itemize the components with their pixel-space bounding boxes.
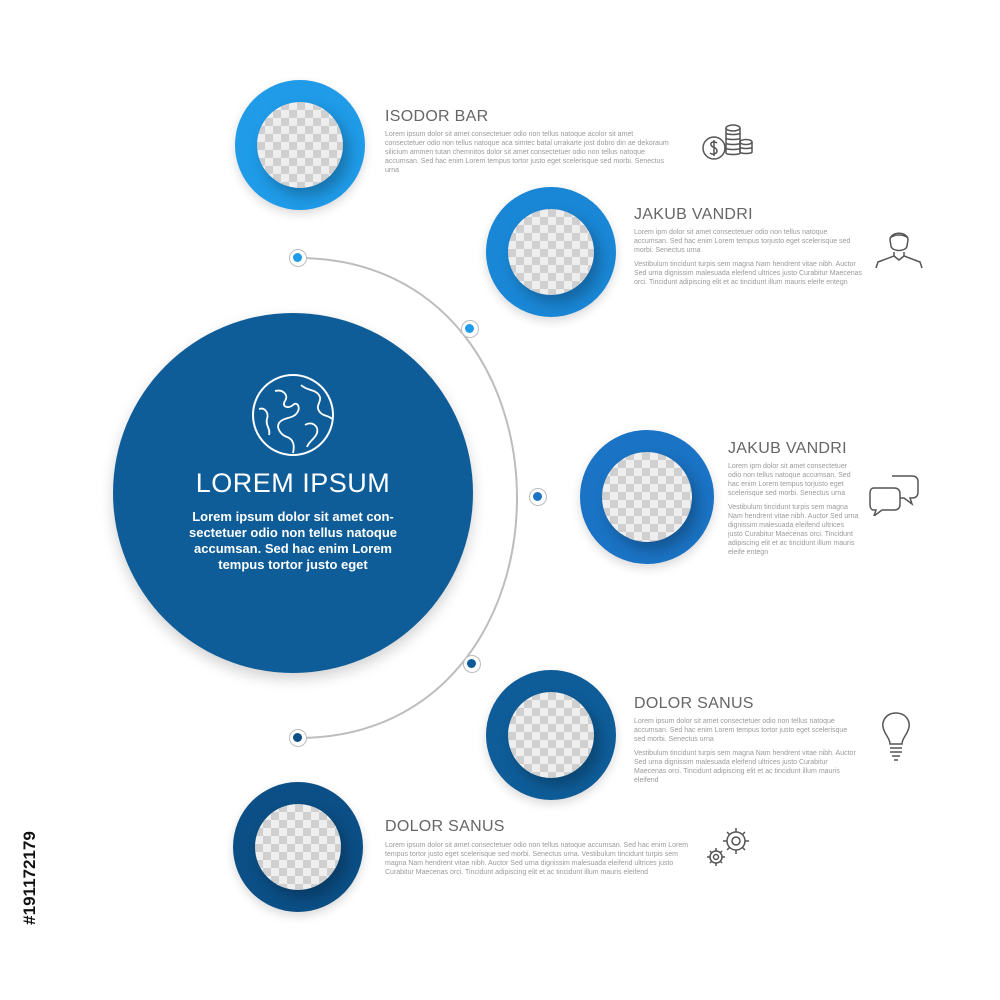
timeline-dot — [289, 729, 307, 747]
item-title: JAKUB VANDRI — [728, 440, 847, 457]
timeline-dot — [289, 249, 307, 267]
item-title: ISODOR BAR — [385, 108, 489, 125]
user-icon — [875, 232, 923, 269]
center-title: LOREM IPSUM — [195, 468, 391, 498]
coins-dollar-icon — [702, 124, 753, 160]
photo-placeholder — [508, 692, 594, 778]
timeline-dot — [529, 488, 547, 506]
photo-placeholder — [255, 804, 341, 890]
item-paragraph: Vestibulum tincidunt turpis sem magna Na… — [634, 261, 863, 286]
photo-circle — [486, 670, 616, 800]
stock-id-text: #191172179 — [20, 831, 39, 925]
photo-circle — [580, 430, 714, 564]
globe-icon — [252, 374, 334, 456]
item-description: Lorem ipsum dolor sit amet consectetuer … — [385, 130, 670, 180]
item-description: Lorem ipm dolor sit amet consectetuer od… — [728, 462, 860, 562]
photo-circle — [235, 80, 365, 210]
photo-placeholder — [602, 452, 692, 542]
timeline-dot — [463, 655, 481, 673]
light-bulb-icon — [882, 712, 910, 761]
item-paragraph: Vestibulum tincidunt turpis sem magna Na… — [634, 750, 856, 784]
item-paragraph: Lorem ipm dolor sit amet consectetuer od… — [634, 229, 851, 254]
item-paragraph: Lorem ipsum dolor sit amet consectetuer … — [385, 842, 689, 876]
item-paragraph: Lorem ipsum dolor sit amet consectetuer … — [385, 131, 669, 174]
stock-id: #191172179 — [20, 768, 39, 988]
center-circle: LOREM IPSUM Lorem ipsum dolor sit amet c… — [113, 313, 473, 673]
chat-bubbles-icon — [869, 475, 919, 516]
item-title: DOLOR SANUS — [385, 818, 505, 835]
item-title: JAKUB VANDRI — [634, 206, 753, 223]
item-description: Lorem ipm dolor sit amet consectetuer od… — [634, 228, 862, 292]
item-paragraph: Lorem ipm dolor sit amet consectetuer od… — [728, 463, 851, 497]
photo-circle — [233, 782, 363, 912]
item-description: Lorem ipsum dolor sit amet consectetuer … — [634, 717, 856, 790]
photo-placeholder — [257, 102, 343, 188]
item-paragraph: Vestibulum tincidunt turpis sem magna Na… — [728, 504, 859, 556]
gears-icon — [707, 828, 749, 866]
item-title: DOLOR SANUS — [634, 695, 754, 712]
item-description: Lorem ipsum dolor sit amet consectetuer … — [385, 841, 690, 882]
timeline-dot — [461, 320, 479, 338]
photo-placeholder — [508, 209, 594, 295]
center-body: Lorem ipsum dolor sit amet con-sectetuer… — [188, 509, 398, 572]
photo-circle — [486, 187, 616, 317]
item-paragraph: Lorem ipsum dolor sit amet consectetuer … — [634, 718, 848, 743]
